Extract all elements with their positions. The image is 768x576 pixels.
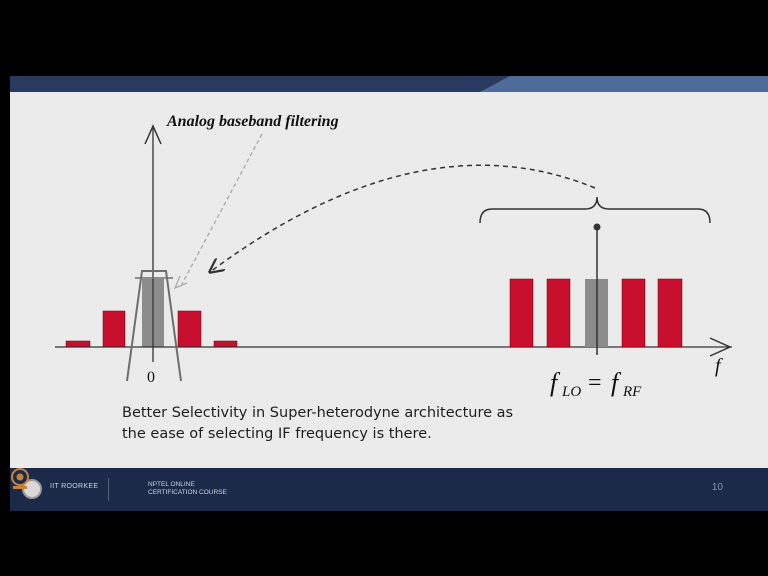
baseband-bar bbox=[213, 340, 238, 348]
footer-bar: IIT ROORKEE NPTEL ONLINE CERTIFICATION C… bbox=[10, 468, 768, 511]
diagram: Analog baseband filtering 0 f f LO = f R… bbox=[10, 76, 768, 400]
filter-shape bbox=[126, 270, 182, 382]
rf-band-brace bbox=[479, 196, 711, 224]
caption-line: the ease of selecting IF frequency is th… bbox=[122, 426, 432, 442]
slide: Analog baseband filtering 0 f f LO = f R… bbox=[10, 76, 768, 511]
rf-bar bbox=[621, 278, 646, 348]
nptel-line: CERTIFICATION COURSE bbox=[148, 489, 227, 496]
lo-dot bbox=[593, 223, 601, 231]
caption-line: Better Selectivity in Super-heterodyne a… bbox=[122, 405, 514, 421]
filter-label: Analog baseband filtering bbox=[166, 113, 339, 130]
flo-label: f bbox=[550, 368, 561, 397]
frf-subscript: RF bbox=[622, 384, 642, 400]
institute-name: IIT ROORKEE bbox=[50, 483, 99, 490]
baseband-bar bbox=[102, 310, 126, 348]
header-accent bbox=[480, 76, 768, 92]
magnitude-axis-arrow bbox=[144, 124, 162, 145]
footer-divider bbox=[108, 478, 109, 501]
equals-sign: = bbox=[588, 370, 602, 396]
filter-pointer-head bbox=[173, 275, 188, 290]
caption: Better Selectivity in Super-heterodyne a… bbox=[122, 403, 582, 445]
baseband-bar bbox=[65, 340, 91, 348]
rf-bar bbox=[546, 278, 571, 348]
page-number: 10 bbox=[711, 482, 723, 493]
frequency-axis-arrow bbox=[709, 337, 732, 357]
rf-bar bbox=[657, 278, 683, 348]
filter-pointer bbox=[181, 133, 263, 285]
zero-tick-label: 0 bbox=[147, 369, 155, 386]
flo-subscript: LO bbox=[561, 384, 581, 400]
downconversion-arrow bbox=[210, 164, 596, 272]
frequency-axis-label: f bbox=[715, 355, 723, 377]
rf-bar bbox=[509, 278, 534, 348]
nptel-logo-icon bbox=[11, 468, 29, 489]
baseband-bar bbox=[177, 310, 202, 348]
frf-label: f bbox=[611, 368, 622, 397]
nptel-text: NPTEL ONLINE CERTIFICATION COURSE bbox=[148, 481, 227, 497]
nptel-line: NPTEL ONLINE bbox=[148, 481, 195, 488]
